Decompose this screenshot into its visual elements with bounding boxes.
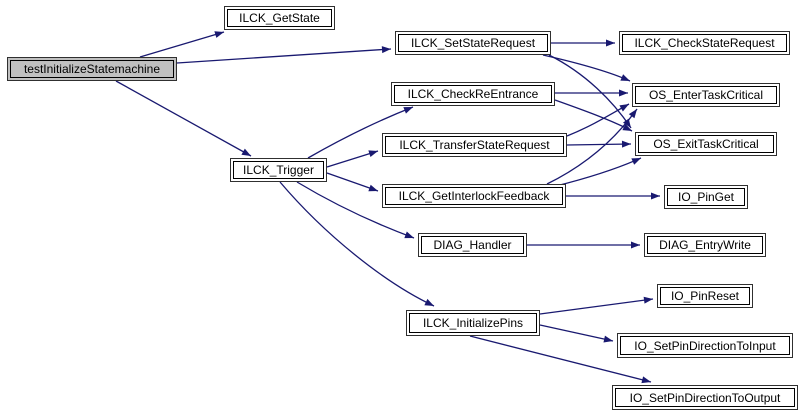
node-IO_SetPinDirectionToOutput[interactable]: IO_SetPinDirectionToOutput <box>612 385 798 410</box>
arrowhead-ILCK_SetStateRequest-to-ILCK_CheckStateRequest <box>606 39 615 47</box>
node-testInitializeStatemachine: testInitializeStatemachine <box>7 57 177 81</box>
arrowhead-ILCK_GetInterlockFeedback-to-OS_ExitTaskCritical <box>631 158 641 165</box>
arrowhead-ILCK_InitializePins-to-IO_PinReset <box>643 296 653 304</box>
arrowhead-testInitializeStatemachine-to-ILCK_Trigger <box>241 148 251 156</box>
arrowhead-testInitializeStatemachine-to-ILCK_GetState <box>214 31 224 38</box>
arrowhead-ILCK_GetInterlockFeedback-to-IO_PinGet <box>651 192 660 200</box>
edge-testInitializeStatemachine-to-ILCK_GetState <box>139 31 225 58</box>
edge-ILCK_SetStateRequest-to-OS_ExitTaskCritical <box>548 54 632 129</box>
arrowhead-ILCK_CheckReEntrance-to-OS_EnterTaskCritical <box>619 89 628 97</box>
arrowhead-DIAG_Handler-to-DIAG_EntryWrite <box>631 241 640 249</box>
arrowhead-ILCK_InitializePins-to-IO_SetPinDirectionToInput <box>603 335 613 343</box>
node-OS_EnterTaskCritical[interactable]: OS_EnterTaskCritical <box>632 83 780 107</box>
edge-ILCK_Trigger-to-ILCK_InitializePins <box>279 181 435 307</box>
arrowhead-ILCK_Trigger-to-ILCK_TransferStateRequest <box>368 150 378 158</box>
node-label: IO_PinReset <box>670 289 740 303</box>
node-label: ILCK_SetStateRequest <box>410 36 536 50</box>
node-label: DIAG_Handler <box>433 238 512 252</box>
edge-ILCK_TransferStateRequest-to-OS_ExitTaskCritical <box>566 143 632 146</box>
arrowhead-ILCK_SetStateRequest-to-OS_EnterTaskCritical <box>620 74 630 81</box>
arrowhead-ILCK_Trigger-to-ILCK_GetInterlockFeedback <box>368 184 378 192</box>
node-label: OS_ExitTaskCritical <box>653 137 759 151</box>
arrowhead-ILCK_Trigger-to-ILCK_InitializePins <box>424 298 434 306</box>
arrowhead-ILCK_Trigger-to-ILCK_CheckReEntrance <box>403 107 413 114</box>
node-ILCK_TransferStateRequest[interactable]: ILCK_TransferStateRequest <box>382 133 567 157</box>
node-label: DIAG_EntryWrite <box>659 238 751 252</box>
node-label: ILCK_TransferStateRequest <box>399 138 550 152</box>
node-label: ILCK_Trigger <box>243 163 314 177</box>
arrowhead-ILCK_TransferStateRequest-to-OS_ExitTaskCritical <box>621 140 631 148</box>
node-ILCK_Trigger[interactable]: ILCK_Trigger <box>230 158 327 182</box>
node-ILCK_SetStateRequest[interactable]: ILCK_SetStateRequest <box>395 31 551 55</box>
node-OS_ExitTaskCritical[interactable]: OS_ExitTaskCritical <box>635 132 777 156</box>
node-label: IO_PinGet <box>677 190 735 204</box>
node-label: ILCK_CheckReEntrance <box>407 87 539 101</box>
edge-ILCK_InitializePins-to-IO_SetPinDirectionToOutput <box>469 335 652 383</box>
node-ILCK_InitializePins[interactable]: ILCK_InitializePins <box>406 310 540 336</box>
node-label: ILCK_CheckStateRequest <box>634 36 775 50</box>
arrowhead-testInitializeStatemachine-to-ILCK_SetStateRequest <box>381 46 391 54</box>
node-label: OS_EnterTaskCritical <box>648 88 764 102</box>
edge-testInitializeStatemachine-to-ILCK_Trigger <box>115 80 252 157</box>
arrowhead-ILCK_InitializePins-to-IO_SetPinDirectionToOutput <box>641 376 651 384</box>
node-DIAG_Handler[interactable]: DIAG_Handler <box>418 233 527 257</box>
arrowhead-ILCK_Trigger-to-DIAG_Handler <box>404 231 414 239</box>
node-ILCK_GetInterlockFeedback[interactable]: ILCK_GetInterlockFeedback <box>382 184 566 208</box>
node-DIAG_EntryWrite[interactable]: DIAG_EntryWrite <box>644 233 766 257</box>
node-IO_PinReset[interactable]: IO_PinReset <box>657 284 753 308</box>
node-label: IO_SetPinDirectionToOutput <box>629 390 781 405</box>
edge-ILCK_GetInterlockFeedback-to-OS_EnterTaskCritical <box>546 108 638 185</box>
node-label: ILCK_InitializePins <box>422 316 524 330</box>
arrowhead-ILCK_GetInterlockFeedback-to-OS_EnterTaskCritical <box>628 109 637 119</box>
node-ILCK_GetState[interactable]: ILCK_GetState <box>224 6 335 30</box>
edge-ILCK_Trigger-to-ILCK_GetInterlockFeedback <box>326 172 379 192</box>
node-IO_SetPinDirectionToInput[interactable]: IO_SetPinDirectionToInput <box>617 333 793 358</box>
edge-ILCK_Trigger-to-ILCK_CheckReEntrance <box>307 106 414 159</box>
node-IO_PinGet[interactable]: IO_PinGet <box>664 185 748 209</box>
edge-ILCK_InitializePins-to-IO_SetPinDirectionToInput <box>539 324 614 342</box>
arrowhead-ILCK_CheckReEntrance-to-OS_ExitTaskCritical <box>622 123 632 131</box>
edge-ILCK_InitializePins-to-IO_PinReset <box>539 298 654 315</box>
node-label: ILCK_GetState <box>239 11 320 25</box>
arrowhead-ILCK_TransferStateRequest-to-OS_EnterTaskCritical <box>619 104 629 112</box>
node-label: testInitializeStatemachine <box>23 62 161 76</box>
node-ILCK_CheckReEntrance[interactable]: ILCK_CheckReEntrance <box>391 82 555 106</box>
node-label: IO_SetPinDirectionToInput <box>634 338 776 353</box>
node-ILCK_CheckStateRequest[interactable]: ILCK_CheckStateRequest <box>619 31 790 55</box>
arrowhead-ILCK_SetStateRequest-to-OS_ExitTaskCritical <box>622 118 631 128</box>
node-label: ILCK_GetInterlockFeedback <box>398 189 550 203</box>
edge-testInitializeStatemachine-to-ILCK_SetStateRequest <box>176 48 392 64</box>
edge-ILCK_Trigger-to-DIAG_Handler <box>296 181 415 239</box>
